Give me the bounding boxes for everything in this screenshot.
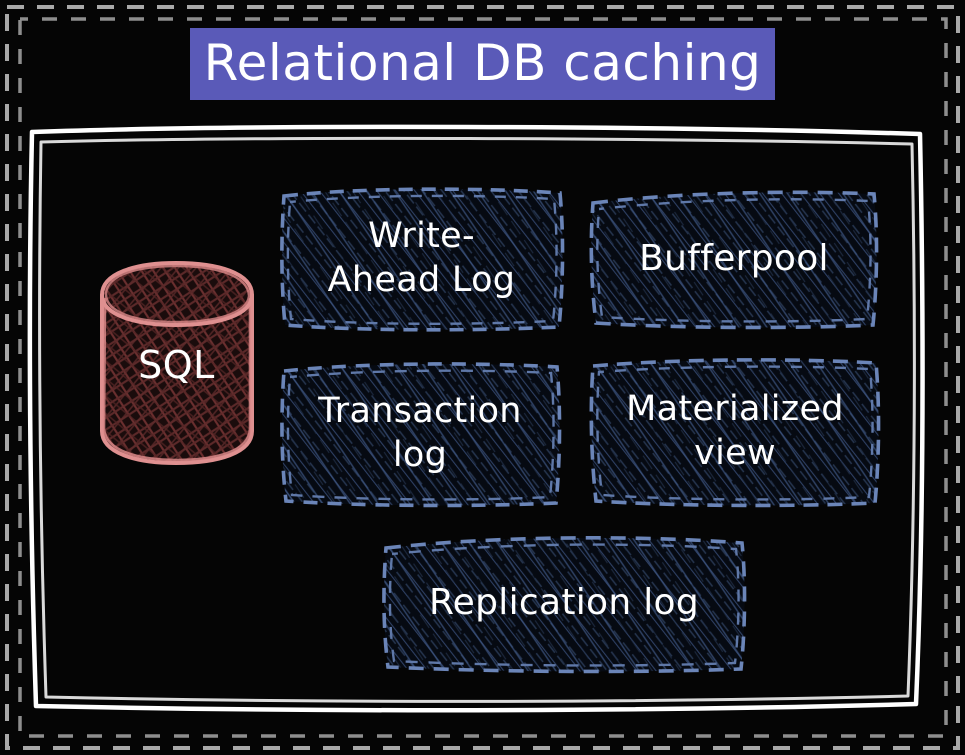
sketch-box-shape <box>382 536 747 674</box>
sketch-box-shape <box>280 187 565 332</box>
diagram-content: SQL <box>36 140 926 700</box>
box-transaction-log[interactable]: Transaction log <box>274 355 566 510</box>
page-title: Relational DB caching <box>189 28 776 100</box>
box-replication-log[interactable]: Replication log <box>374 530 754 675</box>
sketch-box-shape <box>280 362 562 508</box>
slide-title-wrap: Relational DB caching <box>0 28 965 100</box>
box-materialized-view[interactable]: Materialized view <box>584 352 886 510</box>
sql-database-node[interactable]: SQL <box>84 255 269 470</box>
box-bufferpool[interactable]: Bufferpool <box>584 185 884 333</box>
sketch-box-shape <box>589 358 881 508</box>
box-write-ahead-log[interactable]: Write- Ahead Log <box>274 182 569 334</box>
database-cylinder-icon <box>99 260 255 466</box>
sketch-box-shape <box>589 190 879 330</box>
